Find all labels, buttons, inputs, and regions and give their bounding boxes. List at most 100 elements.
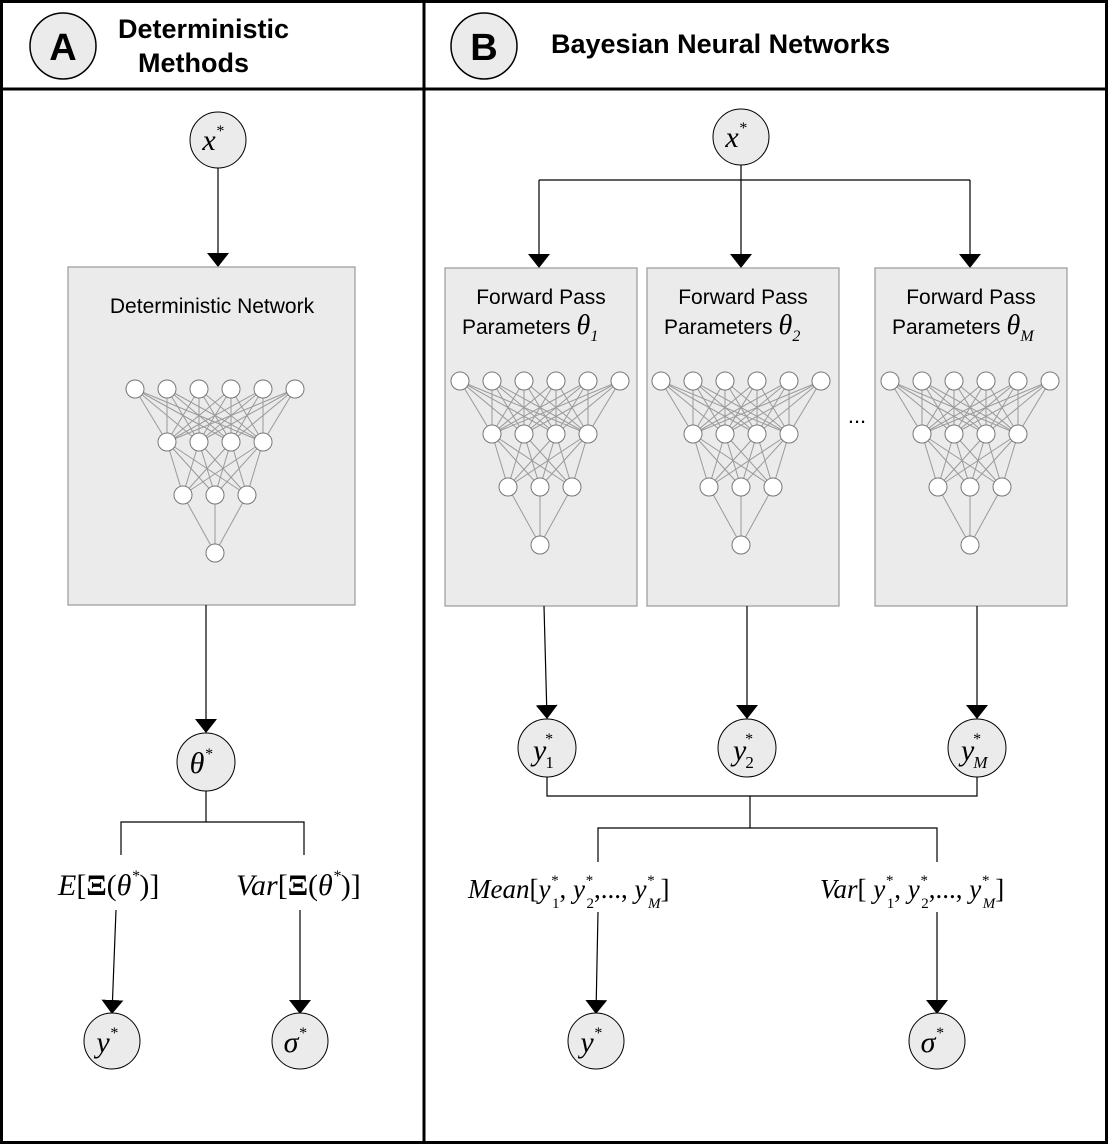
network-neuron: [683, 371, 703, 391]
theta-split-bar: [120, 821, 305, 855]
network-edge: [491, 380, 589, 435]
network-neuron: [976, 371, 996, 391]
network-neuron: [253, 432, 273, 452]
network-neuron: [482, 371, 502, 391]
prediction-node-2-label: y*2: [730, 731, 754, 772]
network-edge: [166, 388, 264, 443]
network-neuron: [747, 424, 767, 444]
network-neuron: [530, 477, 550, 497]
network-neuron: [683, 424, 703, 444]
network-neuron: [157, 432, 177, 452]
network-neuron: [189, 432, 209, 452]
network-neuron: [514, 371, 534, 391]
network-edge: [539, 433, 589, 488]
network-neuron: [578, 371, 598, 391]
panel-b-letter: B: [470, 27, 497, 69]
network-edge: [969, 486, 1003, 546]
network-edge: [523, 380, 621, 435]
network-neuron: [173, 485, 193, 505]
panel-a-badge: [29, 12, 97, 80]
prediction-node-1-label: y*1: [530, 731, 554, 772]
output-sigma-node-b: [908, 1012, 966, 1070]
network-edge: [692, 380, 822, 435]
network-edge: [937, 433, 987, 488]
network-edge: [134, 388, 168, 443]
network-neuron: [157, 379, 177, 399]
network-edge: [182, 441, 264, 496]
network-edge: [740, 486, 774, 546]
network-neuron: [960, 477, 980, 497]
input-node-label: x*: [201, 123, 223, 157]
network-neuron: [880, 371, 900, 391]
output-sigma-node: [271, 1012, 329, 1070]
expectation-label: E[Ξ(θ*)]: [57, 868, 159, 902]
network-edge: [937, 486, 971, 546]
network-neuron: [546, 424, 566, 444]
network-edge: [491, 380, 621, 435]
network-edge: [889, 380, 923, 435]
output-y-node: [83, 1012, 141, 1070]
network-neuron: [944, 424, 964, 444]
network-edge: [507, 433, 557, 488]
output-sigma-b-label: σ*: [921, 1025, 944, 1059]
network-edge: [555, 380, 621, 435]
network-neuron: [1008, 371, 1028, 391]
network-neuron: [221, 432, 241, 452]
network-neuron: [189, 379, 209, 399]
network-neuron: [125, 379, 145, 399]
network-edge: [708, 486, 742, 546]
panel-a-letter: A: [49, 27, 76, 69]
network-neuron: [237, 485, 257, 505]
network-edge: [166, 388, 232, 443]
network-edge: [937, 433, 1019, 488]
network-edge: [708, 433, 790, 488]
network-neuron: [747, 371, 767, 391]
network-neuron: [482, 424, 502, 444]
output-sigma-label: σ*: [284, 1025, 307, 1059]
network-edge: [660, 380, 694, 435]
network-edge: [214, 441, 264, 496]
neural-network-icon: [880, 371, 1060, 555]
network-neuron: [1040, 371, 1060, 391]
network-edge: [230, 388, 296, 443]
variance-label-b: Var[ y*1, y*2,..., y*M]: [820, 873, 1004, 912]
prediction-node-m-label: y*M: [958, 731, 988, 772]
mean-label: Mean[y*1, y*2,..., y*M]: [467, 873, 669, 912]
network-edge: [740, 433, 790, 488]
panel-a-title-line1: Deterministic: [118, 14, 289, 44]
network-edge: [921, 380, 955, 435]
arrow-expectation-to-y: [101, 909, 124, 1014]
arrow-pass-1-to-y1: [535, 605, 558, 719]
network-edge: [692, 380, 790, 435]
input-node-b: [712, 108, 770, 166]
network-neuron: [779, 371, 799, 391]
neural-network-icon: [125, 379, 305, 563]
network-edge: [587, 380, 621, 435]
network-edge: [953, 380, 1051, 435]
network-edge: [724, 380, 822, 435]
network-edge: [692, 380, 726, 435]
network-neuron: [976, 424, 996, 444]
network-edge: [182, 494, 216, 554]
network-neuron: [715, 371, 735, 391]
network-edge: [1017, 380, 1051, 435]
network-edge: [692, 380, 758, 435]
network-edge: [921, 380, 1051, 435]
network-neuron: [221, 379, 241, 399]
network-edge: [539, 486, 573, 546]
network-neuron: [562, 477, 582, 497]
forward-pass-m-line1: Forward Pass: [906, 286, 1036, 309]
network-neuron: [779, 424, 799, 444]
network-neuron: [811, 371, 831, 391]
network-neuron: [610, 371, 630, 391]
network-neuron: [912, 424, 932, 444]
network-neuron: [450, 371, 470, 391]
panel-a-header: A Deterministic Methods: [29, 12, 289, 80]
forward-pass-1-line1: Forward Pass: [476, 286, 606, 309]
network-edge: [756, 380, 822, 435]
ellipsis: ...: [848, 403, 866, 428]
